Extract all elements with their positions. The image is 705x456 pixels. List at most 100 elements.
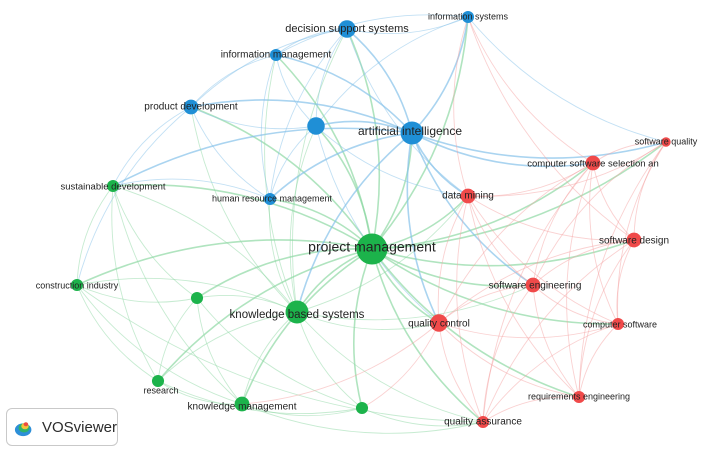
node-se[interactable] — [525, 277, 541, 293]
node-qc[interactable] — [430, 314, 448, 332]
node-label-ci[interactable]: construction industry — [36, 280, 119, 290]
node-unl[interactable] — [307, 117, 325, 135]
node-dm[interactable] — [460, 188, 476, 204]
edge-g1-res — [157, 297, 198, 382]
node-label-ai[interactable]: artificial intelligence — [358, 124, 462, 138]
edge-pm-sd — [112, 184, 373, 250]
node-label-sq[interactable]: software quality — [635, 136, 698, 146]
edge-pm-is — [371, 16, 469, 250]
edge-unl-hrm — [269, 125, 317, 200]
node-label-hrm[interactable]: human resource management — [212, 193, 333, 203]
edge-sdes-re — [578, 239, 635, 398]
edge-css-re — [566, 162, 594, 398]
node-sd[interactable] — [106, 179, 120, 193]
node-res[interactable] — [151, 374, 165, 388]
edge-hrm-sd — [112, 178, 271, 200]
node-pd[interactable] — [183, 99, 199, 115]
node-label-km[interactable]: knowledge management — [188, 402, 297, 413]
edge-unl-qc — [315, 125, 440, 324]
node-label-pd[interactable]: product development — [144, 102, 238, 113]
edge-sdes-qa — [482, 239, 635, 423]
edge-ai-is — [411, 16, 469, 134]
node-label-cs[interactable]: computer software — [583, 319, 657, 329]
node-qa[interactable] — [476, 415, 490, 429]
edge-unl-kbs — [289, 125, 317, 313]
node-ai[interactable] — [400, 121, 424, 145]
node-sdes[interactable] — [626, 232, 642, 248]
edge-ci-km — [76, 284, 243, 405]
edge-is-im — [275, 14, 469, 56]
node-css[interactable] — [585, 155, 601, 171]
node-re[interactable] — [572, 390, 586, 404]
node-km[interactable] — [234, 396, 250, 412]
edge-pd-sd — [112, 106, 192, 187]
edge-g1-g2 — [196, 297, 363, 409]
node-label-pm[interactable]: project management — [308, 239, 436, 255]
edge-pm-sq — [371, 141, 667, 250]
node-label-res[interactable]: research — [143, 385, 178, 395]
edge-dss-hrm — [269, 28, 348, 200]
edge-dss-is — [346, 16, 469, 35]
edge-is-sdes — [467, 16, 635, 241]
edge-sd-g1 — [112, 185, 198, 299]
node-label-qa[interactable]: quality assurance — [444, 417, 522, 428]
node-g2[interactable] — [355, 401, 369, 415]
edge-sd-km — [112, 185, 243, 405]
edge-se-qa — [482, 284, 534, 423]
edge-cs-re — [578, 323, 619, 398]
edge-ci-qa — [76, 284, 484, 423]
node-g1[interactable] — [190, 291, 204, 305]
node-label-re[interactable]: requirements engineering — [528, 391, 630, 401]
edge-dss-pd — [190, 28, 348, 108]
node-label-is[interactable]: information systems — [428, 11, 509, 21]
edge-is-unl — [315, 16, 469, 127]
node-cs[interactable] — [611, 317, 625, 331]
edge-sdes-cs — [616, 239, 635, 325]
node-kbs[interactable] — [285, 300, 309, 324]
edge-kbs-km — [241, 311, 298, 405]
node-dss[interactable] — [338, 20, 356, 38]
edge-pm-se — [371, 248, 534, 287]
edge-pm-im — [275, 54, 373, 250]
node-label-kbs[interactable]: knowledge based systems — [230, 309, 365, 321]
edge-kbs-ci — [76, 277, 298, 313]
node-hrm[interactable] — [263, 192, 277, 206]
node-label-im[interactable]: information management — [221, 50, 332, 61]
edge-im-unl — [275, 54, 317, 127]
node-sq[interactable] — [661, 137, 671, 147]
edge-qc-cs — [438, 322, 619, 339]
edge-pm-qa — [371, 248, 484, 423]
edge-ci-res — [76, 284, 159, 382]
edge-km-g2 — [241, 403, 363, 417]
node-ci[interactable] — [70, 278, 84, 292]
edge-is-sq — [467, 16, 667, 143]
edge-pm-unl — [315, 125, 373, 250]
edge-pm-re — [371, 248, 580, 398]
node-label-css[interactable]: computer software selection an — [527, 159, 658, 170]
node-label-sdes[interactable]: software design — [599, 236, 669, 247]
edge-sd-ci — [76, 185, 114, 286]
edge-kbs-se — [296, 284, 534, 321]
node-label-dm[interactable]: data mining — [442, 191, 494, 202]
node-layer — [70, 10, 671, 429]
edge-dm-cs — [467, 195, 619, 325]
edge-dm-re — [467, 195, 580, 398]
edge-pd-hrm — [190, 106, 271, 200]
node-label-dss[interactable]: decision support systems — [285, 23, 409, 35]
node-pm[interactable] — [356, 233, 388, 265]
edge-dss-dm — [346, 28, 469, 197]
edge-kbs-g2 — [296, 311, 363, 409]
edge-cs-qa — [482, 323, 619, 423]
edge-qc-re — [438, 322, 580, 398]
edge-g1-km — [196, 297, 243, 405]
edge-pd-ci — [76, 106, 192, 286]
edge-layer — [76, 14, 667, 434]
edge-im-kbs — [264, 54, 298, 313]
node-im[interactable] — [269, 48, 283, 62]
node-is[interactable] — [461, 10, 475, 24]
node-label-se[interactable]: software engineering — [489, 281, 582, 292]
node-label-qc[interactable]: quality control — [408, 319, 470, 330]
node-label-sd[interactable]: sustainable development — [60, 182, 165, 193]
